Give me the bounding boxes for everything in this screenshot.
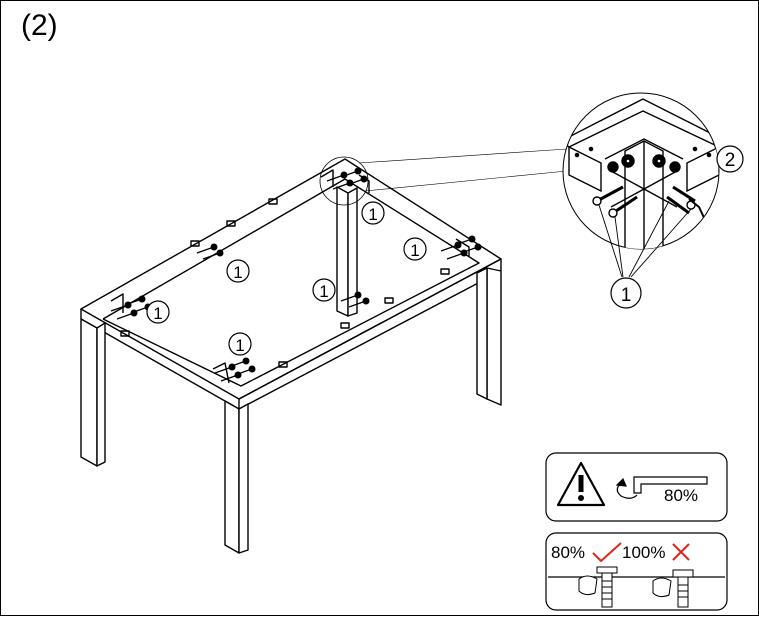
step-number: (2) xyxy=(21,9,58,42)
callout-1-magnified: 1 xyxy=(610,277,642,309)
svg-text:1: 1 xyxy=(153,304,162,323)
svg-text:80%: 80% xyxy=(664,486,698,505)
tightening-guide-box: 80% 100% xyxy=(545,532,728,611)
callout-1-right: 1 xyxy=(403,237,427,261)
over-tightening-label: 100% xyxy=(622,543,665,562)
callout-1-left: 1 xyxy=(146,300,170,324)
svg-text:1: 1 xyxy=(621,285,632,306)
svg-text:1: 1 xyxy=(235,336,244,355)
svg-text:1: 1 xyxy=(368,205,377,224)
bolt-gap-illustration xyxy=(578,566,618,608)
callout-1-rail: 1 xyxy=(226,259,250,283)
hex-key-icon xyxy=(615,476,708,499)
check-icon xyxy=(592,542,622,563)
svg-text:2: 2 xyxy=(725,150,736,171)
svg-text:1: 1 xyxy=(319,282,328,301)
zoom-source-circle xyxy=(319,156,369,206)
callout-1-center: 1 xyxy=(312,278,336,302)
warning-triangle-icon xyxy=(556,461,606,507)
callout-1-front: 1 xyxy=(228,332,252,356)
torque-warning-box: 80% xyxy=(545,452,728,522)
good-tightening-label: 80% xyxy=(551,543,585,562)
cross-icon xyxy=(672,543,690,561)
svg-text:1: 1 xyxy=(410,241,419,260)
table-frame xyxy=(80,158,502,554)
svg-text:1: 1 xyxy=(233,263,242,282)
bolt-flush-illustration xyxy=(652,569,694,608)
callout-1-back: 1 xyxy=(361,201,385,225)
magnified-corner-detail: 2 1 xyxy=(562,92,744,309)
callout-2-wrench: 2 xyxy=(716,145,744,173)
